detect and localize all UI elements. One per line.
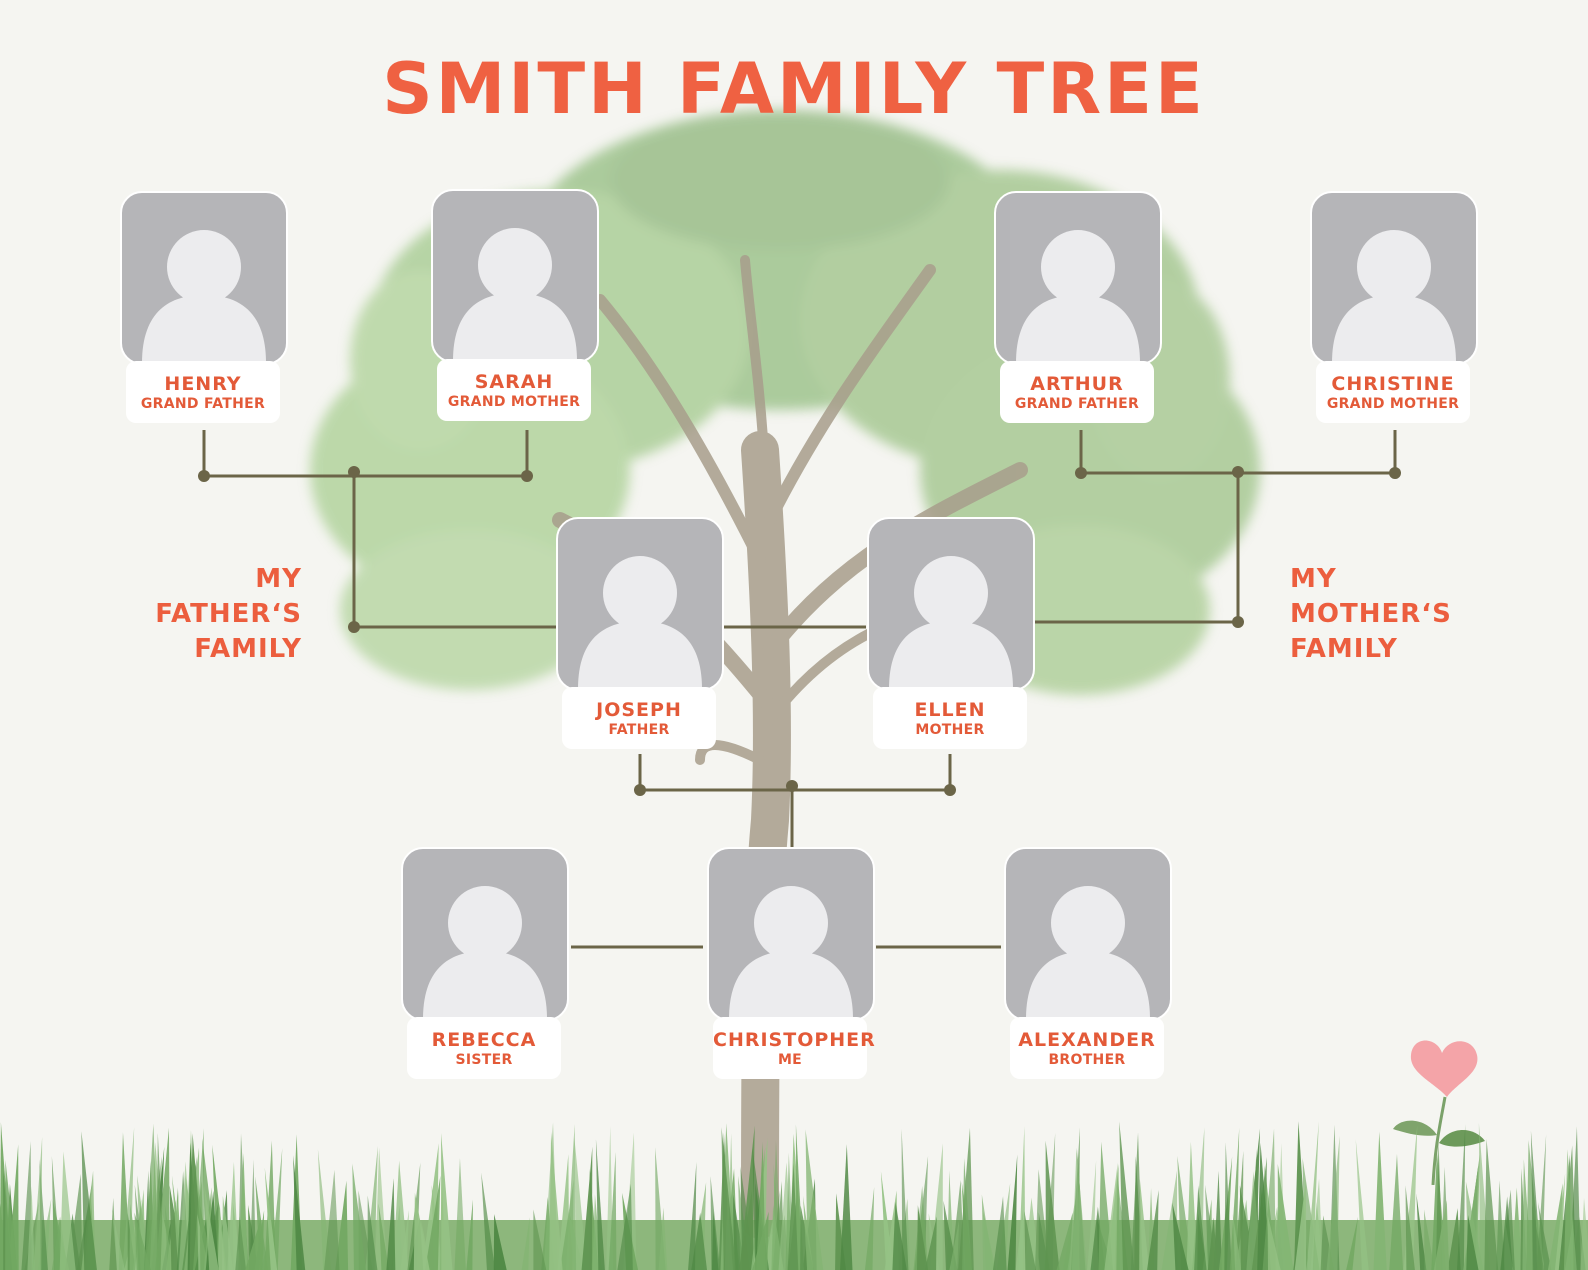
heart-flower-icon (1393, 1040, 1485, 1185)
person-card-christine[interactable]: CHRISTINE GRAND MOTHER (1310, 191, 1478, 436)
person-card-henry[interactable]: HENRY GRAND FATHER (120, 191, 288, 436)
person-role: FATHER (608, 722, 670, 738)
photo-placeholder (401, 847, 569, 1021)
person-label: ELLEN MOTHER (873, 687, 1027, 749)
person-name: CHRISTOPHER (713, 1029, 876, 1051)
person-silhouette-icon (889, 556, 1013, 689)
fathers-family-line: FAMILY (194, 634, 302, 664)
person-role: BROTHER (1048, 1052, 1126, 1068)
person-label: JOSEPH FATHER (562, 687, 716, 749)
person-role: MOTHER (915, 722, 985, 738)
person-label: CHRISTOPHER ME (713, 1017, 876, 1079)
person-name: JOSEPH (596, 699, 682, 721)
person-role: SISTER (455, 1052, 513, 1068)
person-silhouette-icon (1016, 230, 1140, 363)
person-label: SARAH GRAND MOTHER (437, 359, 591, 421)
person-role: GRAND MOTHER (1326, 396, 1460, 412)
photo-placeholder (1310, 191, 1478, 365)
person-silhouette-icon (729, 886, 853, 1019)
photo-placeholder (994, 191, 1162, 365)
person-silhouette-icon (578, 556, 702, 689)
person-silhouette-icon (1332, 230, 1456, 363)
fathers-family-line: MY (255, 564, 302, 594)
page-title: SMITH FAMILY TREE (382, 48, 1206, 130)
person-label: REBECCA SISTER (407, 1017, 561, 1079)
person-name: ALEXANDER (1018, 1029, 1156, 1051)
person-card-joseph[interactable]: JOSEPH FATHER (556, 517, 724, 762)
person-role: ME (777, 1052, 803, 1068)
person-label: ARTHUR GRAND FATHER (1000, 361, 1154, 423)
person-silhouette-icon (423, 886, 547, 1019)
person-name: REBECCA (431, 1029, 537, 1051)
person-card-ellen[interactable]: ELLEN MOTHER (867, 517, 1035, 762)
photo-placeholder (1004, 847, 1172, 1021)
mothers-family-label: MY MOTHER‘S FAMILY (1290, 562, 1490, 667)
fathers-family-label: MY FATHER‘S FAMILY (130, 562, 302, 667)
person-name: CHRISTINE (1331, 373, 1455, 395)
mothers-family-line: MOTHER‘S (1290, 599, 1452, 629)
person-card-sarah[interactable]: SARAH GRAND MOTHER (431, 189, 599, 434)
person-silhouette-icon (1026, 886, 1150, 1019)
person-label: CHRISTINE GRAND MOTHER (1316, 361, 1470, 423)
photo-placeholder (707, 847, 875, 1021)
mothers-family-line: FAMILY (1290, 634, 1398, 664)
grass-border (0, 1121, 1588, 1270)
person-name: HENRY (164, 373, 242, 395)
person-silhouette-icon (142, 230, 266, 363)
person-role: GRAND FATHER (140, 396, 266, 412)
photo-placeholder (867, 517, 1035, 691)
person-role: GRAND FATHER (1014, 396, 1140, 412)
mothers-family-line: MY (1290, 564, 1337, 594)
person-card-arthur[interactable]: ARTHUR GRAND FATHER (994, 191, 1162, 436)
person-role: GRAND MOTHER (447, 394, 581, 410)
person-label: HENRY GRAND FATHER (126, 361, 280, 423)
person-silhouette-icon (453, 228, 577, 361)
person-name: ELLEN (914, 699, 986, 721)
photo-placeholder (431, 189, 599, 363)
person-name: SARAH (474, 371, 554, 393)
fathers-family-line: FATHER‘S (155, 599, 302, 629)
person-card-rebecca[interactable]: REBECCA SISTER (401, 847, 569, 1092)
photo-placeholder (120, 191, 288, 365)
person-label: ALEXANDER BROTHER (1010, 1017, 1164, 1079)
person-card-christopher[interactable]: CHRISTOPHER ME (707, 847, 876, 1092)
person-card-alexander[interactable]: ALEXANDER BROTHER (1004, 847, 1172, 1092)
photo-placeholder (556, 517, 724, 691)
person-name: ARTHUR (1030, 373, 1124, 395)
